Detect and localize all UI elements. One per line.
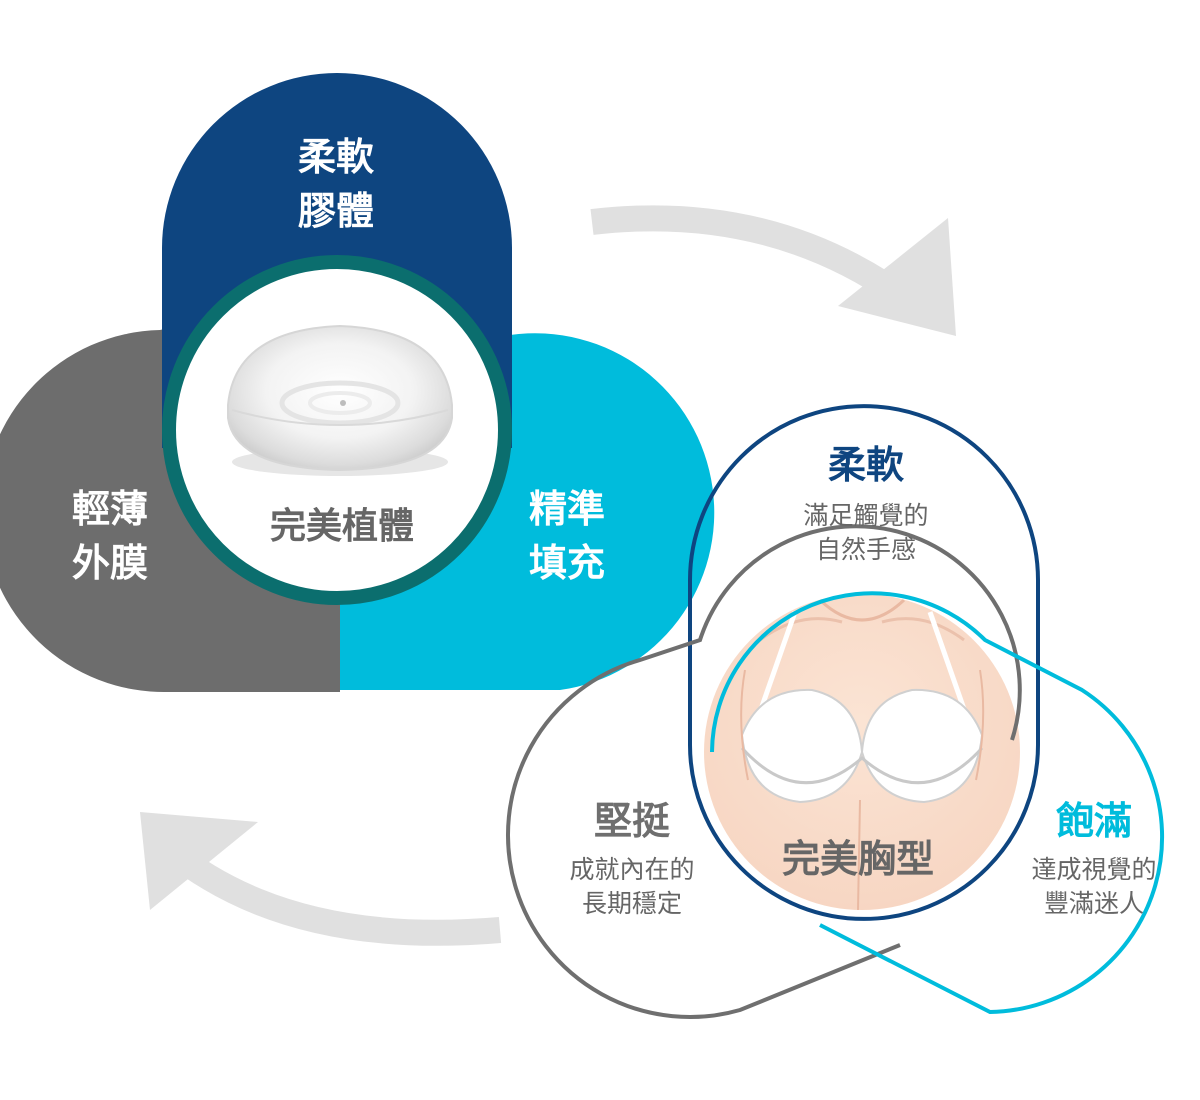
breast-top-desc2: 自然手感 — [816, 535, 916, 564]
implant-left-line2: 外膜 — [72, 541, 148, 585]
breast-right-desc1: 達成視覺的 — [1031, 855, 1156, 884]
silicone-implant-photo — [227, 324, 453, 476]
implant-left-line1: 輕薄 — [72, 487, 148, 531]
breast-left-desc1: 成就內在的 — [569, 855, 694, 884]
breast-right-desc2: 豐滿迷人 — [1044, 889, 1144, 918]
arrow-clockwise-bottom — [140, 812, 502, 946]
implant-right-line1: 精準 — [529, 487, 605, 531]
breast-trefoil — [505, 404, 1165, 1019]
implant-trefoil — [0, 73, 715, 693]
bra-torso-illustration — [704, 594, 1020, 910]
implant-top-line1: 柔軟 — [298, 135, 375, 179]
implant-center-label: 完美植體 — [270, 506, 414, 547]
arrow-clockwise-top — [590, 205, 956, 336]
breast-center-label: 完美胸型 — [782, 837, 934, 881]
breast-top-desc1: 滿足觸覺的 — [803, 501, 928, 530]
outline-full — [710, 591, 1165, 1015]
outline-firm — [505, 524, 1022, 1019]
breast-left-title: 堅挺 — [594, 799, 670, 843]
implant-top-line2: 膠體 — [298, 189, 374, 233]
implant-right-line2: 填充 — [529, 541, 605, 585]
breast-left-desc2: 長期穩定 — [582, 889, 682, 918]
breast-top-title: 柔軟 — [828, 443, 905, 487]
breast-right-title: 飽滿 — [1056, 799, 1132, 843]
outline-soft — [688, 404, 1040, 921]
